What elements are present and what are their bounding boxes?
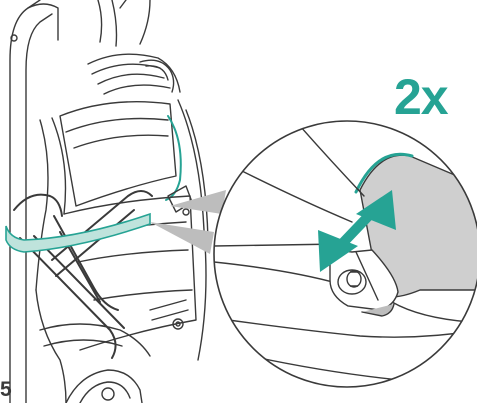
snap-button-icon <box>338 270 366 294</box>
stroller-seat-illustration <box>10 0 208 403</box>
harness-strap <box>6 214 150 252</box>
repeat-count-label: 2x <box>394 72 448 122</box>
step-number: 5 <box>0 379 12 400</box>
